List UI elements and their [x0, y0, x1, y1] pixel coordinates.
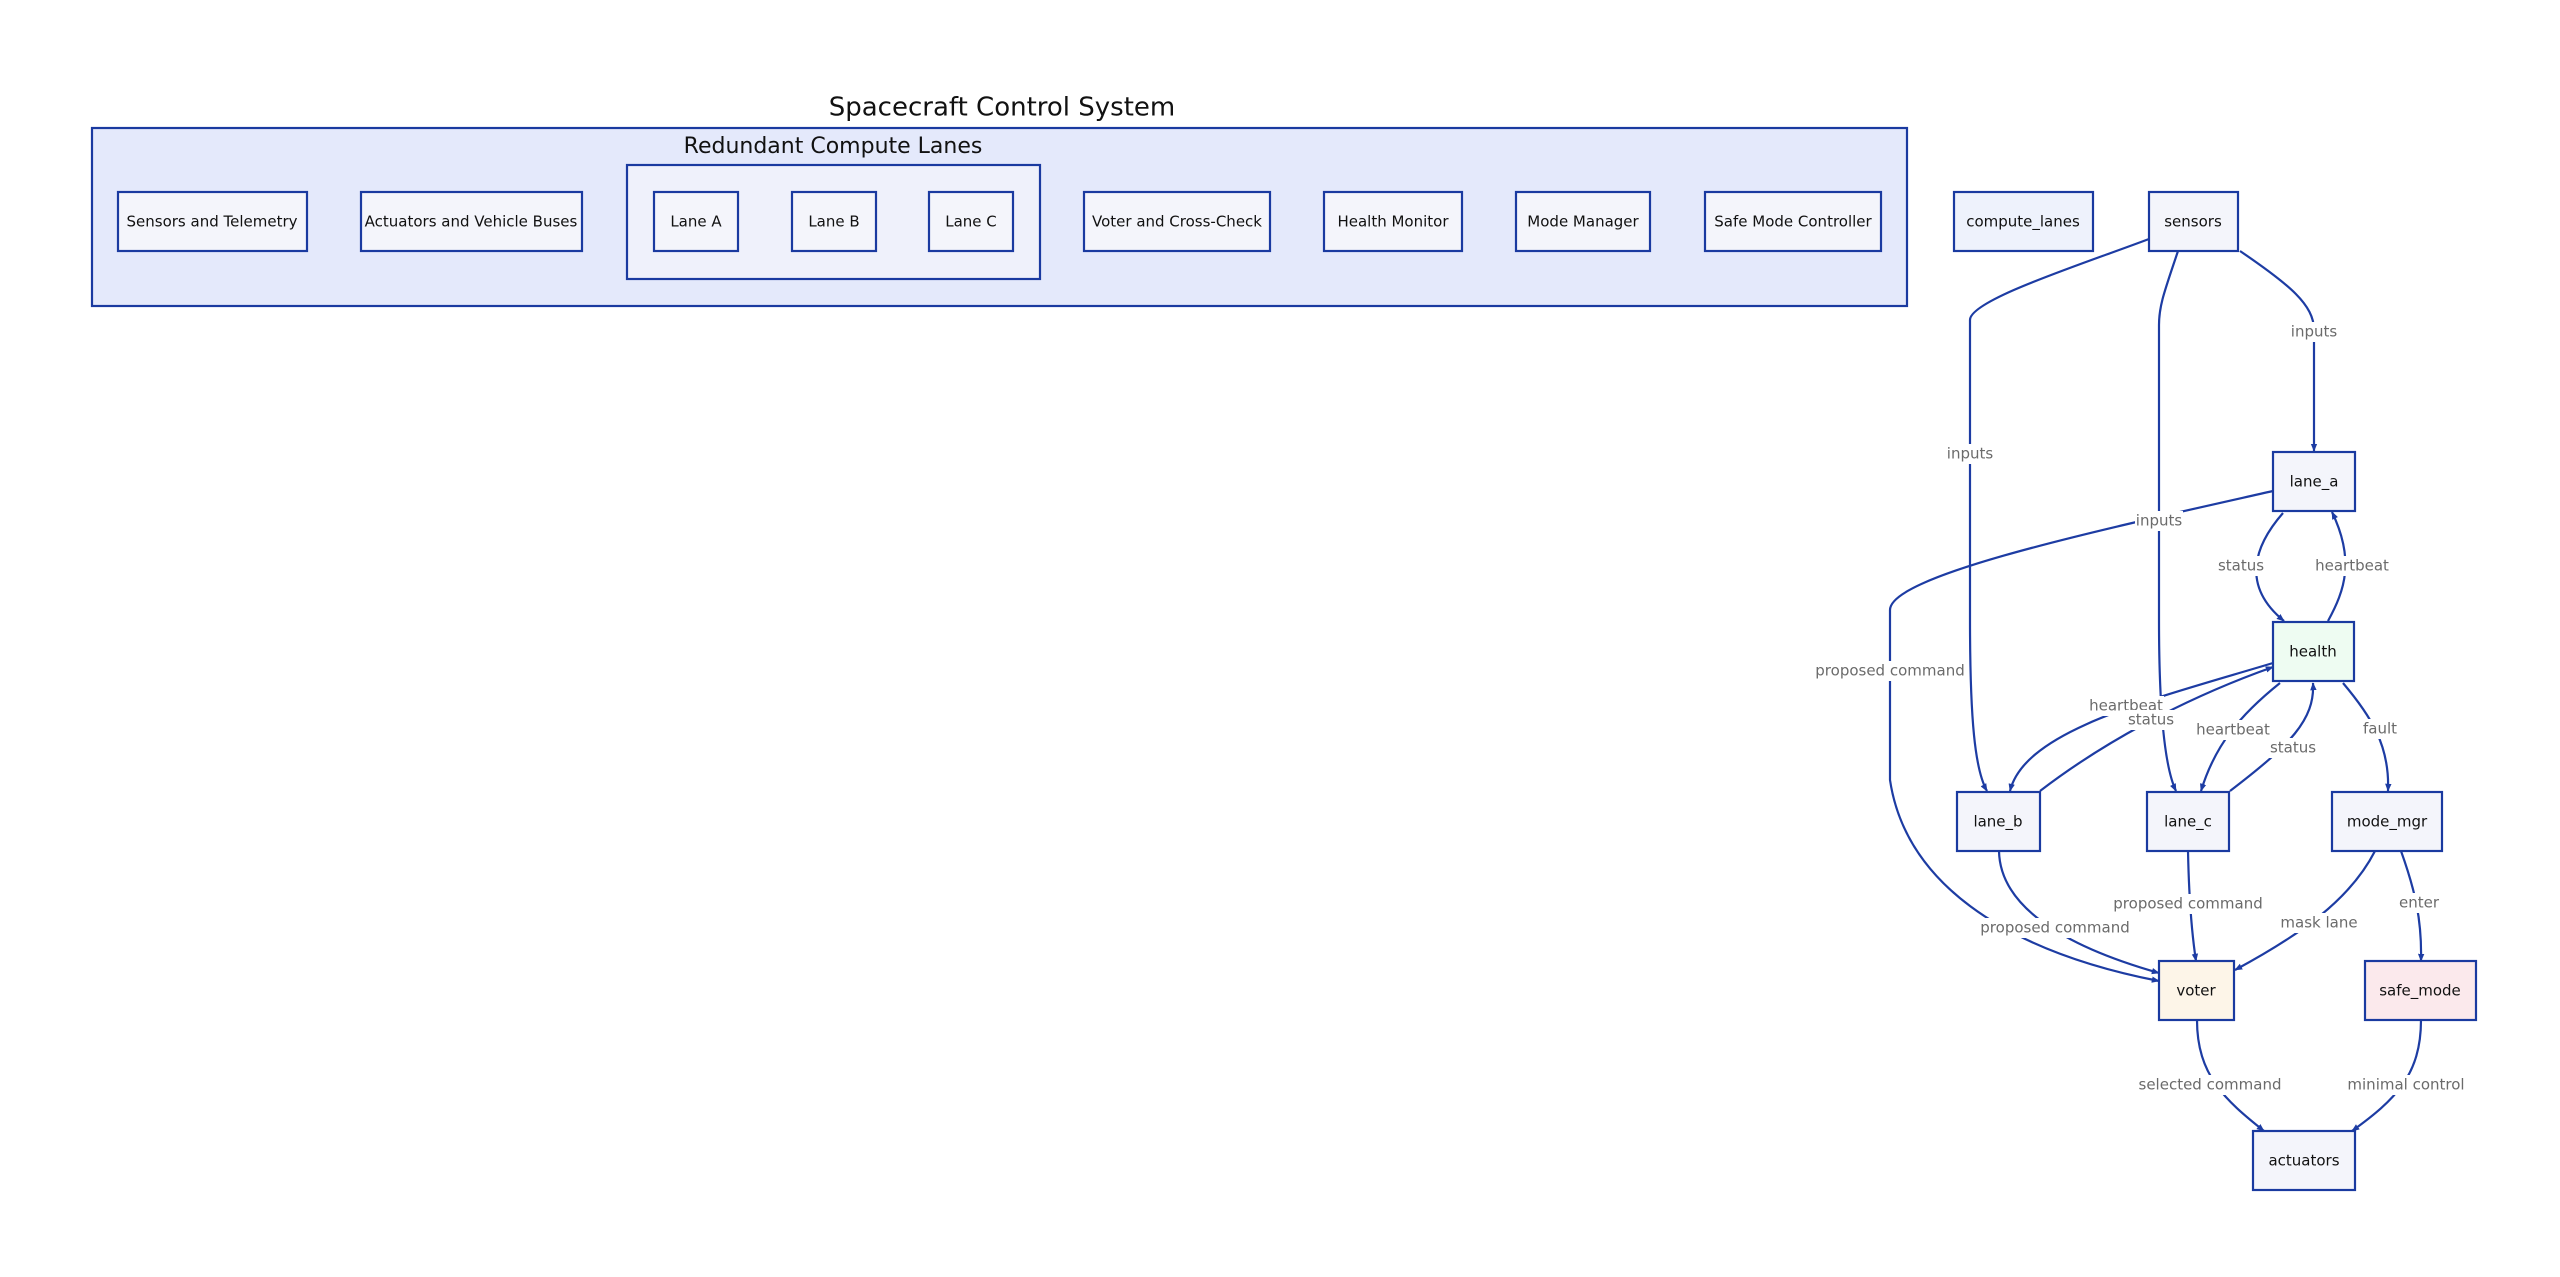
legend-node-mode-manager[interactable]: Mode Manager [1514, 190, 1652, 253]
edge-label-sensors-lane-b: inputs [1946, 444, 1994, 464]
edge-labels: inputs inputs inputs status heartbeat pr… [1815, 322, 2465, 1095]
node-mode-mgr[interactable]: mode_mgr [2330, 790, 2444, 853]
svg-text:proposed command: proposed command [1980, 919, 2129, 937]
svg-text:proposed command: proposed command [2113, 895, 2262, 913]
edge-sensors-lane-c [2157, 250, 2180, 792]
legend-node-label: Health Monitor [1337, 213, 1449, 231]
edge-health-lane-b [2008, 661, 2274, 792]
edge-label-lane-a-health: status [2216, 556, 2266, 576]
legend-node-health-monitor[interactable]: Health Monitor [1322, 190, 1464, 253]
edge-label-health-lane-c: heartbeat [2195, 720, 2271, 740]
legend-node-safe-mode-controller[interactable]: Safe Mode Controller [1703, 190, 1883, 253]
edge-label-health-lane-a: heartbeat [2314, 556, 2390, 576]
svg-text:proposed command: proposed command [1815, 662, 1964, 680]
edge-label-sensors-lane-a: inputs [2290, 322, 2338, 342]
svg-text:fault: fault [2363, 720, 2397, 738]
edge-label-voter-actuators: selected command [2139, 1075, 2282, 1095]
svg-text:selected command: selected command [2139, 1076, 2282, 1094]
edge-label-safe-mode-actuators: minimal control [2347, 1075, 2465, 1095]
legend-node-label: Voter and Cross-Check [1092, 213, 1262, 231]
legend-node-sensors-and-telemetry[interactable]: Sensors and Telemetry [116, 190, 309, 253]
node-label: mode_mgr [2347, 813, 2428, 832]
edge-label-lane-a-voter: proposed command [1815, 661, 1965, 681]
edge-label-sensors-lane-c: inputs [2135, 511, 2183, 531]
node-label: safe_mode [2379, 982, 2461, 1001]
svg-text:minimal control: minimal control [2347, 1076, 2464, 1094]
legend-node-label: Sensors and Telemetry [127, 213, 298, 231]
node-actuators[interactable]: actuators [2251, 1129, 2357, 1192]
legend-node-lane-b[interactable]: Lane B [790, 190, 878, 253]
edge-label-mode-mgr-voter: mask lane [2280, 913, 2358, 933]
legend-node-label: Actuators and Vehicle Buses [365, 213, 578, 231]
node-label: sensors [2164, 213, 2222, 231]
svg-text:heartbeat: heartbeat [2196, 721, 2270, 739]
legend-node-voter-and-cross-check[interactable]: Voter and Cross-Check [1082, 190, 1272, 253]
edge-label-lane-c-voter: proposed command [2113, 894, 2263, 914]
edge-sensors-lane-a [2239, 250, 2318, 452]
svg-text:inputs: inputs [2291, 323, 2338, 341]
legend-node-lane-a[interactable]: Lane A [652, 190, 740, 253]
legend-node-label: Mode Manager [1527, 213, 1639, 231]
diagram-title: Spacecraft Control System [829, 93, 1176, 123]
node-label: lane_c [2164, 813, 2212, 832]
edges [1888, 237, 2425, 1132]
node-label: lane_b [1973, 813, 2022, 832]
legend-node-label: Lane A [670, 213, 722, 231]
node-sensors[interactable]: sensors [2147, 190, 2240, 253]
edge-label-mode-mgr-safe-mode: enter [2397, 893, 2441, 913]
edge-lane-c-voter [2186, 850, 2199, 962]
svg-text:status: status [2128, 711, 2174, 729]
legend-node-label: Lane C [945, 213, 997, 231]
node-label: health [2289, 643, 2336, 661]
legend-node-lane-c[interactable]: Lane C [927, 190, 1015, 253]
node-safe-mode[interactable]: safe_mode [2363, 959, 2478, 1022]
node-label: voter [2176, 982, 2216, 1000]
edge-lane-c-health [2229, 682, 2317, 792]
svg-text:mask lane: mask lane [2280, 914, 2357, 932]
node-label: actuators [2268, 1152, 2339, 1170]
node-label: lane_a [2290, 473, 2339, 492]
node-compute-lanes[interactable]: compute_lanes [1952, 190, 2095, 253]
compute-lanes-group-label: Redundant Compute Lanes [684, 134, 983, 159]
edge-sensors-lane-b [1968, 237, 2150, 792]
legend-node-actuators-and-vehicle-buses[interactable]: Actuators and Vehicle Buses [359, 190, 584, 253]
svg-text:enter: enter [2399, 894, 2440, 912]
node-lane-a[interactable]: lane_a [2271, 450, 2357, 513]
svg-text:status: status [2270, 739, 2316, 757]
node-voter[interactable]: voter [2157, 959, 2236, 1022]
svg-text:status: status [2218, 557, 2264, 575]
edge-label-health-mode-mgr: fault [2361, 719, 2399, 739]
node-label: compute_lanes [1966, 213, 2080, 232]
node-health[interactable]: health [2271, 620, 2356, 683]
legend-node-label: Lane B [808, 213, 859, 231]
svg-text:inputs: inputs [2136, 512, 2183, 530]
edge-label-lane-b-voter: proposed command [1980, 918, 2130, 938]
svg-text:heartbeat: heartbeat [2315, 557, 2389, 575]
node-lane-b[interactable]: lane_b [1955, 790, 2042, 853]
edge-label-lane-b-health: status [2126, 710, 2176, 730]
svg-text:inputs: inputs [1947, 445, 1994, 463]
edge-label-lane-c-health: status [2268, 738, 2318, 758]
legend-node-label: Safe Mode Controller [1714, 213, 1872, 231]
node-lane-c[interactable]: lane_c [2145, 790, 2231, 853]
